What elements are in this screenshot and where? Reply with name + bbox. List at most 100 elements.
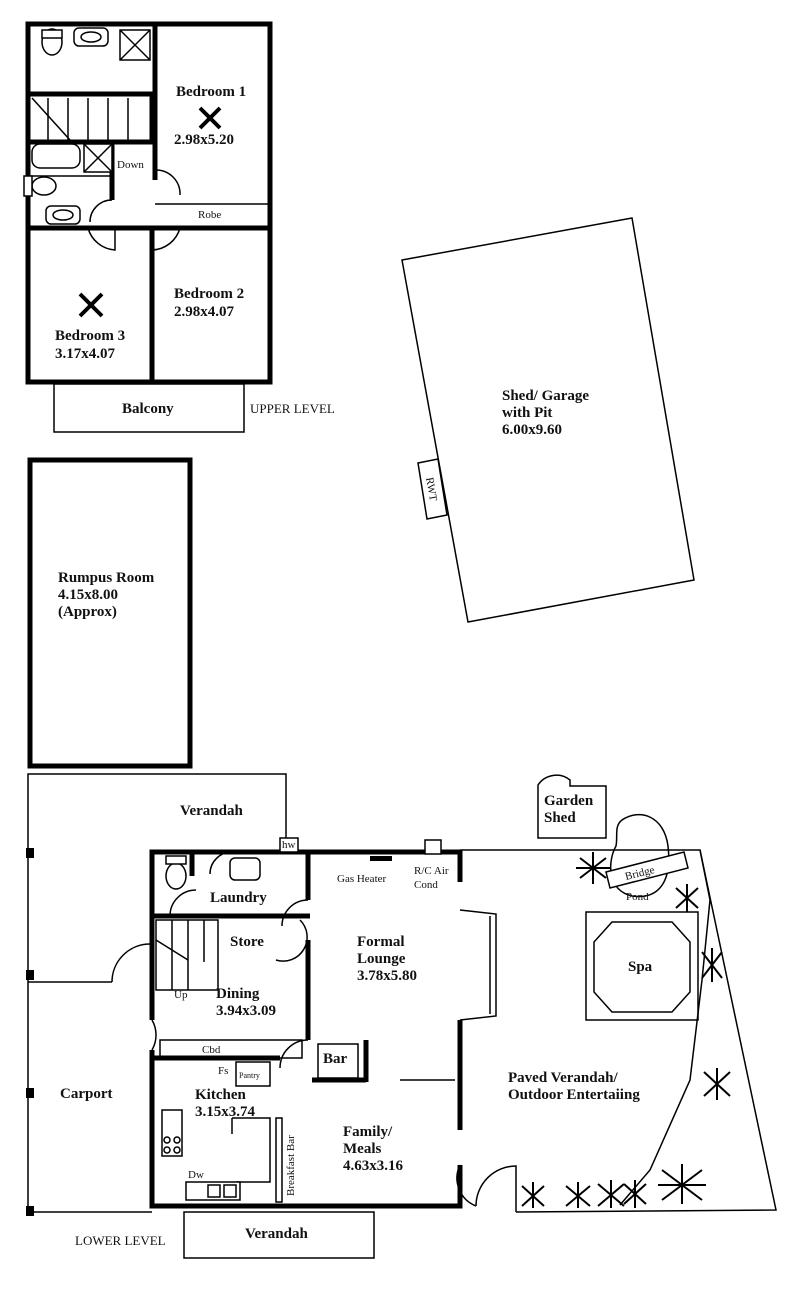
rwt-label: RWT	[423, 476, 439, 502]
door-swing	[209, 851, 233, 875]
lower-fixtures	[159, 837, 442, 1203]
verandah-bottom-outline	[183, 1211, 375, 1259]
kitchen-size: 3.15x3.74	[195, 1104, 256, 1120]
door-swing	[111, 943, 151, 983]
ceiling-fan-icon	[78, 292, 104, 318]
garden-shed-line1: Garden	[544, 793, 594, 809]
basin-icon	[73, 27, 109, 47]
rumpus-note: (Approx)	[58, 604, 117, 620]
dining-name: Dining	[216, 986, 260, 1002]
gas-heater-label: Gas Heater	[337, 873, 387, 885]
plant-icon	[703, 1068, 731, 1100]
pantry	[235, 1061, 271, 1087]
verandah-bottom-label: Verandah	[245, 1226, 308, 1242]
spa-outline	[593, 921, 691, 1013]
upper-outer-wall	[25, 21, 273, 385]
garden-bed-edge	[619, 849, 711, 1206]
dw-label: Dw	[188, 1169, 204, 1181]
rumpus-name: Rumpus Room	[58, 570, 155, 586]
rumpus-outline	[27, 457, 193, 769]
outdoor-area: Garden Shed Bridge Pond Spa	[460, 774, 777, 1213]
upper-stair-walls	[25, 91, 155, 145]
door-swing	[151, 227, 181, 251]
laundry-tub-icon	[229, 857, 261, 881]
gas-heater-icon	[370, 856, 392, 861]
door-swing	[154, 169, 181, 196]
sink-icon	[185, 1181, 241, 1201]
upper-level: Bedroom 1 2.98x5.20 Bedroom 2 2.98x4.07 …	[23, 21, 335, 433]
bridge-icon	[605, 851, 689, 889]
rumpus-size: 4.15x8.00	[58, 587, 118, 603]
plant-icon	[521, 1182, 545, 1208]
bedroom2-name: Bedroom 2	[174, 286, 244, 302]
bedroom1-name: Bedroom 1	[176, 84, 246, 100]
stairs-down-label: Down	[117, 159, 144, 171]
door-swing	[281, 899, 309, 927]
rc-air-label-2: Cond	[414, 879, 438, 891]
house-wall	[149, 1050, 463, 1209]
shed-garage: RWT Shed/ Garage with Pit 6.00x9.60	[401, 217, 695, 623]
plant-icon	[597, 1180, 625, 1208]
pond-outline	[610, 813, 670, 898]
cbd-label: Cbd	[202, 1044, 221, 1056]
shed-line2: with Pit	[502, 405, 552, 421]
plant-icon	[623, 1180, 647, 1208]
family-meals-line1: Family/	[343, 1124, 393, 1140]
plant-icon	[565, 1182, 591, 1208]
pond-label: Pond	[626, 891, 649, 903]
verandah-top-label: Verandah	[180, 803, 243, 819]
rainwater-tank	[417, 458, 448, 520]
spa-label: Spa	[628, 959, 653, 975]
hw-label: hw	[282, 839, 296, 851]
bath-icon	[31, 143, 81, 169]
door-swing	[169, 889, 197, 917]
breakfast-bar	[275, 1117, 283, 1203]
store-label: Store	[230, 934, 264, 950]
pantry-label: Pantry	[239, 1071, 260, 1080]
basin-icon	[45, 205, 81, 225]
cupboard	[159, 1039, 303, 1059]
upper-level-label: UPPER LEVEL	[250, 401, 335, 416]
breakfast-bar-label: Breakfast Bar	[285, 1135, 297, 1196]
upper-bathroom-fixtures	[23, 27, 151, 225]
family-meals-size: 4.63x3.16	[343, 1158, 404, 1174]
plant-icon	[701, 948, 723, 982]
family-meals-line2: Meals	[343, 1141, 381, 1157]
laundry-label: Laundry	[210, 890, 267, 906]
door-swing	[87, 227, 116, 251]
plant-icon	[576, 852, 610, 884]
fs-label: Fs	[218, 1065, 228, 1077]
lower-level-label: LOWER LEVEL	[75, 1233, 166, 1248]
formal-lounge-line2: Lounge	[357, 951, 406, 967]
door-swing	[475, 1165, 517, 1212]
paved-verandah-line2: Outdoor Entertaiing	[508, 1087, 640, 1103]
bay-window	[459, 909, 497, 1021]
bedroom3-size: 3.17x4.07	[55, 346, 116, 362]
lower-level: Verandah hw Laundry Store Up Dining 3.94…	[26, 773, 497, 1259]
spa-deck	[585, 911, 699, 1021]
stove-icon	[161, 1109, 183, 1157]
plant-icon	[658, 1164, 706, 1204]
bedroom1-size: 2.98x5.20	[174, 132, 234, 148]
shed-size: 6.00x9.60	[502, 422, 562, 438]
upper-stairs	[31, 97, 129, 141]
rc-air-label-1: R/C Air	[414, 865, 449, 877]
hot-water-unit	[279, 837, 299, 853]
formal-lounge-line1: Formal	[357, 934, 404, 950]
dining-size: 3.94x3.09	[216, 1003, 276, 1019]
bar-counter	[317, 1043, 359, 1079]
shed-line1: Shed/ Garage	[502, 388, 589, 404]
door-swing	[279, 1039, 309, 1069]
bar-label: Bar	[323, 1051, 348, 1067]
balcony-label: Balcony	[122, 401, 174, 417]
carport-label: Carport	[60, 1086, 113, 1102]
door-swing	[456, 1164, 477, 1207]
stairs-up-label: Up	[174, 989, 188, 1001]
balcony-outline	[53, 383, 245, 433]
kitchen-name: Kitchen	[195, 1087, 246, 1103]
paved-verandah-line1: Paved Verandah/	[508, 1070, 618, 1086]
robe-label: Robe	[198, 209, 221, 221]
paved-verandah-outline	[460, 849, 777, 1213]
rumpus-room: Rumpus Room 4.15x8.00 (Approx)	[27, 457, 193, 769]
